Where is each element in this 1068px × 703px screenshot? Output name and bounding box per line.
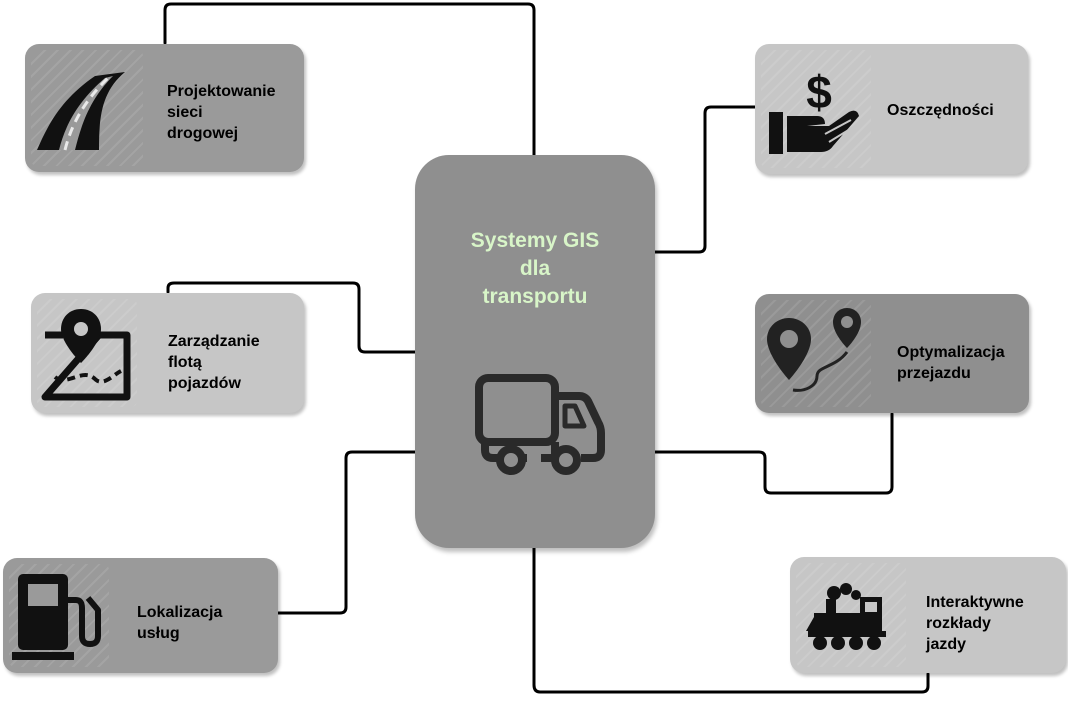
connector-savings: [653, 105, 757, 254]
connector-fleet: [166, 281, 417, 354]
truck-icon: [475, 374, 605, 475]
node-timetable-label: Interaktywne rozkłady jazdy: [926, 594, 1024, 653]
center-title: Systemy GIS dla transportu: [470, 229, 600, 308]
map-pin-icon: [41, 309, 131, 401]
connector-road: [163, 2, 536, 157]
node-route-optimization: Optymalizacja przejazdu: [755, 294, 1029, 413]
node-service-location: Lokalizacja usług: [3, 558, 278, 673]
locomotive-icon: [806, 583, 886, 650]
svg-text:$: $: [806, 66, 832, 118]
connector-timetable: [532, 546, 930, 694]
node-road-label: Projektowanie sieci drogowej: [167, 83, 276, 142]
money-hand-icon: $: [769, 66, 859, 154]
road-icon: [37, 72, 125, 151]
connector-services: [276, 450, 417, 615]
node-road-network-design: Projektowanie sieci drogowej: [25, 44, 304, 172]
node-savings: $ Oszczędności: [755, 44, 1028, 174]
center-node: Systemy GIS dla transportu: [415, 155, 655, 548]
route-pins-icon: [767, 308, 861, 392]
fuel-pump-icon: [12, 574, 101, 660]
node-fleet-label: Zarządzanie flotą pojazdów: [168, 333, 260, 392]
connector-route: [653, 412, 894, 495]
node-savings-label: Oszczędności: [887, 102, 994, 119]
node-interactive-timetables: Interaktywne rozkłady jazdy: [790, 557, 1066, 673]
node-services-label: Lokalizacja usług: [137, 604, 223, 642]
node-fleet-management: Zarządzanie flotą pojazdów: [31, 293, 304, 413]
node-route-label: Optymalizacja przejazdu: [897, 344, 1005, 382]
